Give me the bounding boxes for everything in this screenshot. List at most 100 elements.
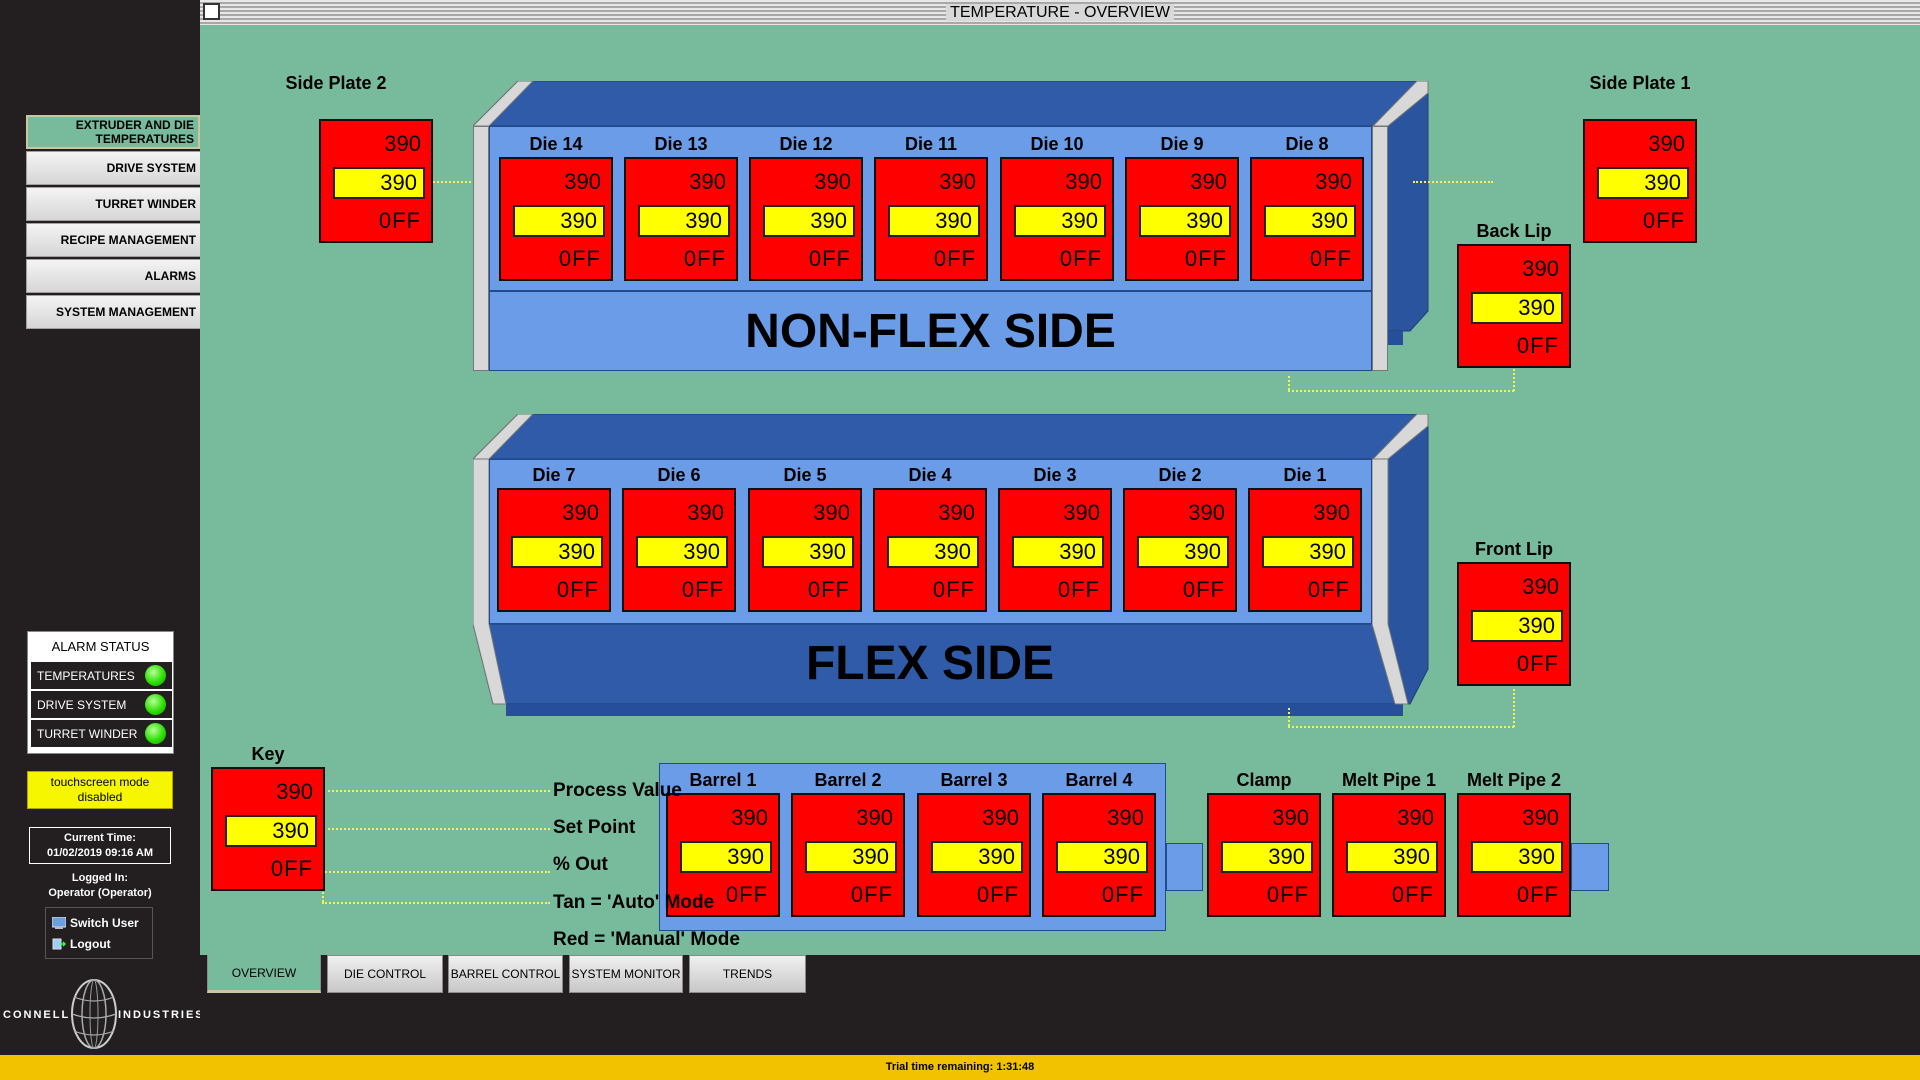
logout-button[interactable]: Logout: [52, 937, 111, 951]
status-led-icon: [145, 665, 166, 686]
alarm-row-drive-system[interactable]: DRIVE SYSTEM: [31, 691, 172, 718]
nav-system-management[interactable]: SYSTEM MANAGEMENT: [26, 295, 200, 329]
set-point-field[interactable]: 390: [887, 536, 979, 568]
logout-icon: [52, 938, 66, 950]
process-value: 390: [1190, 169, 1227, 194]
melt-pipe-end: [1571, 843, 1609, 891]
connector-line: [322, 871, 550, 873]
set-point-field[interactable]: 390: [225, 815, 317, 847]
key-percent-out: % Out: [553, 854, 608, 875]
tab-system-monitor[interactable]: SYSTEM MONITOR: [569, 955, 683, 993]
tab-barrel-control[interactable]: BARREL CONTROL: [448, 955, 563, 993]
tab-overview[interactable]: OVERVIEW: [207, 955, 321, 993]
connector-line: [322, 884, 324, 902]
touchscreen-mode-button[interactable]: touchscreen mode disabled: [27, 771, 173, 809]
process-value: 390: [1063, 500, 1100, 525]
nav-extruder-die-temperatures[interactable]: EXTRUDER AND DIE TEMPERATURES: [26, 115, 200, 149]
process-value: 390: [939, 169, 976, 194]
process-value: 390: [856, 805, 893, 830]
nav-alarms[interactable]: ALARMS: [26, 259, 200, 293]
set-point-field[interactable]: 390: [762, 536, 854, 568]
alarm-row-temperatures[interactable]: TEMPERATURES: [31, 662, 172, 689]
main-area: TEMPERATURE - OVERVIEW NON-FLEX SIDE: [200, 0, 1920, 955]
set-point-field[interactable]: 390: [1056, 841, 1148, 873]
die-8-label: Die 8: [1285, 134, 1329, 154]
switch-user-button[interactable]: Switch User: [52, 916, 139, 930]
tab-die-control[interactable]: DIE CONTROL: [327, 955, 443, 993]
set-point-field[interactable]: 390: [511, 536, 603, 568]
melt-pipe-2-label: Melt Pipe 2: [1466, 770, 1562, 790]
barrel-1-label: Barrel 1: [689, 770, 757, 790]
set-point-field[interactable]: 390: [1597, 167, 1689, 199]
process-value: 390: [1313, 500, 1350, 525]
process-value: 390: [1065, 169, 1102, 194]
current-time: Current Time: 01/02/2019 09:16 AM: [29, 827, 171, 864]
set-point-field[interactable]: 390: [1221, 841, 1313, 873]
set-point-field[interactable]: 390: [1471, 610, 1563, 642]
set-point-field[interactable]: 390: [888, 205, 980, 237]
die-11-label: Die 11: [904, 134, 958, 154]
set-point-field[interactable]: 390: [638, 205, 730, 237]
die-13-label: Die 13: [654, 134, 708, 154]
key-label: Key: [251, 744, 285, 764]
set-point-field[interactable]: 390: [680, 841, 772, 873]
set-point-field[interactable]: 390: [931, 841, 1023, 873]
set-point-field[interactable]: 390: [1012, 536, 1104, 568]
set-point-field[interactable]: 390: [513, 205, 605, 237]
set-point-field[interactable]: 390: [636, 536, 728, 568]
set-point-field[interactable]: 390: [1346, 841, 1438, 873]
set-point-field[interactable]: 390: [763, 205, 855, 237]
set-point-field[interactable]: 390: [1264, 205, 1356, 237]
set-point-field[interactable]: 390: [1262, 536, 1354, 568]
set-point-field[interactable]: 390: [1014, 205, 1106, 237]
set-point-field[interactable]: 390: [1137, 536, 1229, 568]
percent-out: 0FF: [725, 882, 768, 907]
percent-out: 0FF: [1059, 246, 1102, 271]
tab-bar: OVERVIEW DIE CONTROL BARREL CONTROL SYST…: [200, 955, 1920, 1055]
set-point-field[interactable]: 390: [1139, 205, 1231, 237]
nav-drive-system[interactable]: DRIVE SYSTEM: [26, 151, 200, 185]
window-menu-icon[interactable]: [203, 3, 220, 20]
alarm-row-turret-winder[interactable]: TURRET WINDER: [31, 720, 172, 747]
connector-line: [322, 902, 550, 904]
process-value: 390: [1397, 805, 1434, 830]
die-10-zone[interactable]: 390 390 0FF: [1000, 157, 1114, 281]
set-point-field[interactable]: 390: [333, 167, 425, 199]
percent-out: 0FF: [1516, 651, 1559, 676]
set-point-field[interactable]: 390: [805, 841, 897, 873]
set-point-field[interactable]: 390: [1471, 841, 1563, 873]
flex-housing-shape: [473, 414, 1429, 716]
die-4-label: Die 4: [908, 465, 952, 485]
tab-trends[interactable]: TRENDS: [689, 955, 806, 993]
sidebar: EXTRUDER AND DIE TEMPERATURES DRIVE SYST…: [0, 0, 203, 1055]
set-point-field[interactable]: 390: [1471, 292, 1563, 324]
nav-recipe-management[interactable]: RECIPE MANAGEMENT: [26, 223, 200, 257]
process-value: 390: [564, 169, 601, 194]
nav-turret-winder[interactable]: TURRET WINDER: [26, 187, 200, 221]
